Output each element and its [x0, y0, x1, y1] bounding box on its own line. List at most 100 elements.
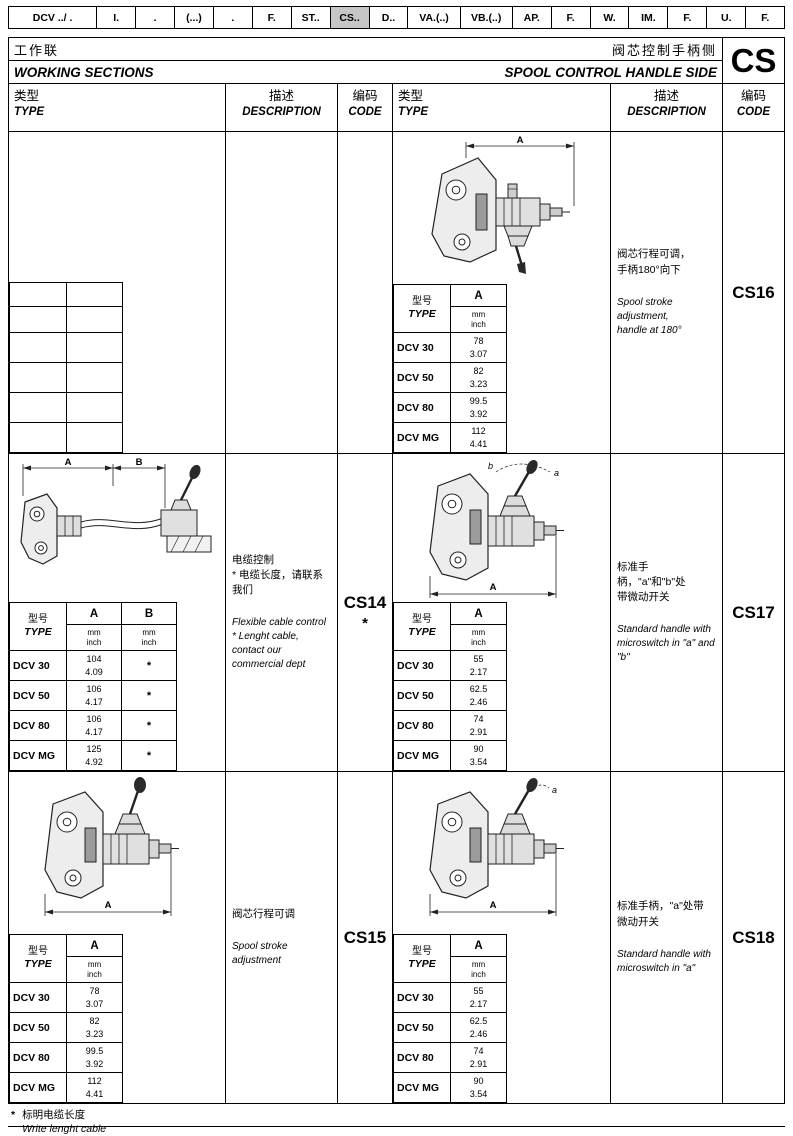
- cs18-diagram: a: [393, 774, 610, 924]
- footnote-zh: 标明电缆长度: [22, 1109, 86, 1121]
- empty-cell: [66, 306, 123, 333]
- empty-cell: [9, 392, 67, 423]
- section-title-zh: 工作联: [14, 42, 60, 58]
- cable-length-note: *: [121, 740, 177, 771]
- code-cell-cs14: CS14 *: [338, 454, 393, 772]
- nav-tab-dot1[interactable]: .: [135, 7, 174, 28]
- cs16-valve-diagram: A: [430, 135, 574, 274]
- nav-tab-u[interactable]: U.: [706, 7, 745, 28]
- empty-cell: [66, 392, 123, 423]
- model-name: DCV MG: [393, 422, 451, 453]
- nav-tab-ap[interactable]: AP.: [511, 7, 551, 28]
- nav-tab-cs-active[interactable]: CS..: [329, 7, 369, 28]
- nav-tab-vb[interactable]: VB.(..): [459, 7, 512, 28]
- dim-label-a: A: [489, 582, 496, 593]
- nav-tab-st[interactable]: ST..: [290, 7, 330, 28]
- model-name: DCV 50: [9, 1012, 67, 1043]
- type-cell-cs18: a: [393, 772, 611, 1103]
- desc-cell-cs15: 阀芯行程可调 Spool stroke adjustment: [226, 772, 338, 1103]
- spec-header-a: A: [66, 934, 123, 957]
- nav-tab-i[interactable]: I.: [96, 7, 135, 28]
- nav-tab-f1[interactable]: F.: [251, 7, 291, 28]
- model-name: DCV 50: [9, 680, 67, 711]
- nav-tab-f2[interactable]: F.: [550, 7, 590, 28]
- type-cell-cs14: A B: [9, 454, 226, 772]
- nav-tab-dcv[interactable]: DCV ../ .: [8, 7, 96, 28]
- model-name: DCV 80: [393, 392, 451, 423]
- nav-tab-dot2[interactable]: .: [212, 7, 252, 28]
- model-name: DCV 50: [393, 680, 451, 711]
- spec-header-b: B: [121, 602, 177, 625]
- empty-cell: [9, 306, 67, 333]
- dim-label-a: A: [105, 900, 112, 911]
- nav-tab-d[interactable]: D..: [368, 7, 408, 28]
- model-name: DCV MG: [393, 1072, 451, 1103]
- footnote-en: Write lenght cable: [22, 1123, 107, 1136]
- dim-label-b: B: [136, 457, 143, 468]
- spec-header-a: A: [450, 284, 507, 307]
- description-zh: 标准手柄，"a"处带微动开关: [617, 900, 704, 928]
- nav-tab-f3[interactable]: F.: [667, 7, 706, 28]
- code-footnote-star: *: [362, 615, 368, 632]
- dim-label-a: A: [516, 135, 523, 146]
- bottom-rule: [8, 1126, 785, 1127]
- cs15-valve-diagram: A: [44, 777, 179, 916]
- cable-length-note: *: [121, 650, 177, 681]
- code-value: CS16: [732, 282, 775, 302]
- empty-cell: [66, 422, 123, 453]
- empty-cell: [66, 362, 123, 393]
- type-cell-empty: [9, 132, 226, 454]
- model-name: DCV 50: [393, 1012, 451, 1043]
- desc-cell-cs14: 电缆控制* 电缆长度，请联系我们 Flexible cable control*…: [226, 454, 338, 772]
- empty-cell: [9, 422, 67, 453]
- nav-tab-w[interactable]: W.: [589, 7, 629, 28]
- model-name: DCV 80: [393, 710, 451, 741]
- type-cell-cs16: A: [393, 132, 611, 454]
- nav-tab-im[interactable]: IM.: [628, 7, 667, 28]
- nav-tab-va[interactable]: VA.(..): [407, 7, 459, 28]
- cs14-cable-diagram: A B: [20, 457, 212, 565]
- empty-cell: [9, 362, 67, 393]
- code-cell-cs15: CS15: [338, 772, 393, 1103]
- cs14-diagram: A B: [9, 456, 225, 602]
- nav-tab-paren[interactable]: (...): [173, 7, 213, 28]
- sheet-header: 工作联 阀芯控制手柄侧 WORKING SECTIONS SPOOL CONTR…: [9, 38, 784, 84]
- nav-tab-f4[interactable]: F.: [745, 7, 786, 28]
- spec-header-a: A: [66, 602, 122, 625]
